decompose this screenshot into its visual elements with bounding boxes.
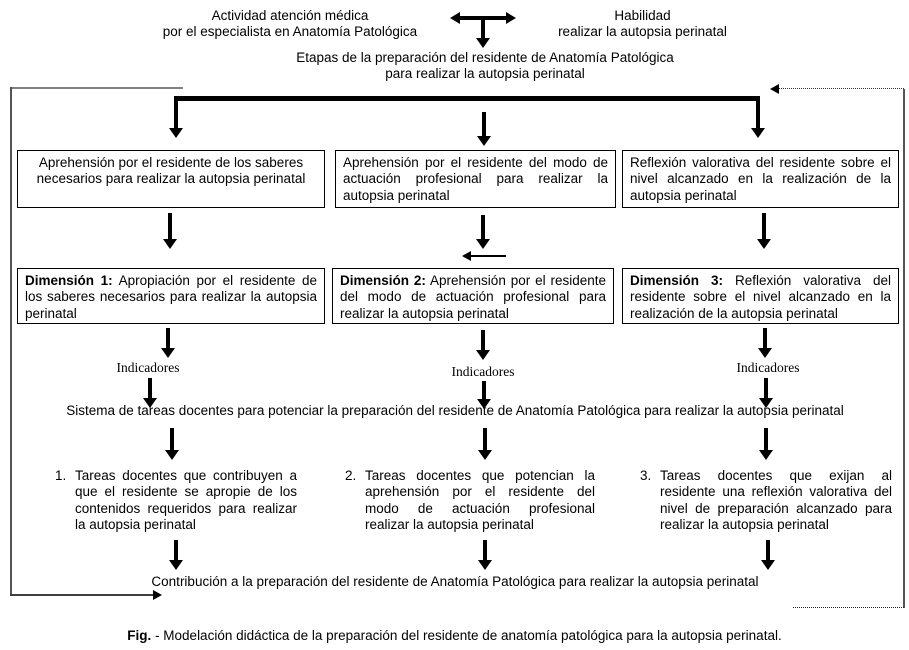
arrow-down-icon [160, 328, 176, 358]
feedback-line-right [903, 89, 905, 608]
activity-label: Actividad atención médica por el especia… [140, 8, 440, 41]
stage-box-2: Aprehensión por el residente del modo de… [335, 150, 616, 208]
indicators-label-3: Indicadores [736, 360, 800, 375]
arrow-down-icon [756, 213, 772, 249]
ability-label: Habilidad realizar la autopsia perinatal [550, 8, 735, 41]
stages-line2: para realizar la autopsia perinatal [385, 66, 585, 82]
arrow-down-icon [168, 540, 184, 570]
feedback-line-left [10, 87, 12, 595]
arrow-down-icon [758, 428, 774, 460]
arrow-down-icon [758, 378, 774, 408]
stages-line1: Etapas de la preparación del residente d… [296, 50, 674, 65]
arrow-down-icon [142, 378, 158, 408]
arrow-down-icon [477, 540, 493, 570]
bracket-bar [176, 96, 760, 101]
arrow-down-icon [476, 381, 492, 409]
arrow-down-icon [750, 96, 766, 138]
figure-caption: Fig. - Modelación didáctica de la prepar… [0, 628, 909, 644]
task-item-1: 1. Tareas docentes que contribuyen a que… [55, 468, 297, 534]
feedback-line-top-left [10, 87, 183, 89]
arrow-down-icon [476, 112, 492, 146]
feedback-arrow-bottom-left-icon [10, 589, 162, 601]
double-arrow-icon [450, 10, 516, 26]
system-statement: Sistema de tareas docentes para potencia… [66, 403, 844, 418]
arrow-down-icon [477, 428, 493, 460]
dimension-box-3: Dimensión 3: Reflexión valorativa del re… [622, 268, 899, 324]
feedback-arrow-top-right-icon [770, 83, 904, 95]
task-3-text: Tareas docentes que exijan al residente … [660, 468, 892, 533]
dimension-box-2: Dimensión 2: Aprehensión por el resident… [332, 268, 614, 324]
double-arrow-shaft [458, 16, 508, 20]
arrow-left-icon [462, 250, 506, 262]
arrow-down-icon [168, 96, 184, 138]
activity-line1: Actividad atención médica [211, 8, 369, 23]
activity-line2: por el especialista en Anatomía Patológi… [162, 24, 418, 40]
arrow-down-icon [475, 215, 491, 249]
arrow-down-icon [475, 20, 491, 48]
feedback-line-bottom-right [793, 607, 904, 608]
arrow-left-head-icon [450, 12, 460, 24]
task-item-2: 2. Tareas docentes que potencian la apre… [345, 468, 595, 534]
contribution-statement: Contribución a la preparación del reside… [151, 574, 759, 589]
stage-box-2-text: Aprehensión por el residente del modo de… [343, 155, 608, 203]
dimension-box-1: Dimensión 1: Apropiación por el resident… [17, 268, 325, 324]
arrow-down-icon [162, 213, 178, 249]
arrow-down-icon [760, 540, 776, 570]
dimension-3-text: Reflexión valorativa del residente sobre… [630, 273, 892, 321]
task-1-text: Tareas docentes que contribuyen a que el… [75, 468, 297, 533]
task-2-text: Tareas docentes que potencian la aprehen… [365, 468, 595, 533]
stage-box-3-text: Reflexión valorativa del residente sobre… [630, 155, 891, 203]
dimension-1-text: Apropiación por el residente de los sabe… [25, 273, 317, 321]
arrow-right-head-icon [506, 12, 516, 24]
figure-caption-label: Fig. [127, 628, 152, 643]
dimension-1-label: Dimensión 1: [25, 273, 113, 288]
arrow-down-icon [475, 330, 491, 360]
dimension-2-label: Dimensión 2: [340, 273, 426, 288]
arrow-down-icon [164, 428, 180, 460]
stage-box-3: Reflexión valorativa del residente sobre… [622, 150, 899, 208]
task-1-number: 1. [55, 468, 67, 483]
indicators-label-1: Indicadores [116, 360, 180, 375]
figure-caption-text: - Modelación didáctica de la preparación… [155, 628, 782, 643]
task-2-number: 2. [345, 468, 357, 483]
dimension-3-label: Dimensión 3: [630, 273, 723, 288]
arrow-down-icon [757, 328, 773, 358]
dimension-2-text: Aprehensión por el residente del modo de… [340, 273, 606, 321]
task-item-3: 3. Tareas docentes que exijan al residen… [640, 468, 892, 534]
stage-box-1: Aprehensión por el residente de los sabe… [17, 150, 325, 208]
stages-label: Etapas de la preparación del residente d… [200, 50, 770, 83]
ability-line1: Habilidad [614, 8, 671, 23]
ability-line2: realizar la autopsia perinatal [558, 24, 727, 40]
indicators-label-2: Indicadores [451, 364, 515, 379]
stage-box-1-text: Aprehensión por el residente de los sabe… [36, 155, 306, 187]
task-3-number: 3. [640, 468, 652, 483]
